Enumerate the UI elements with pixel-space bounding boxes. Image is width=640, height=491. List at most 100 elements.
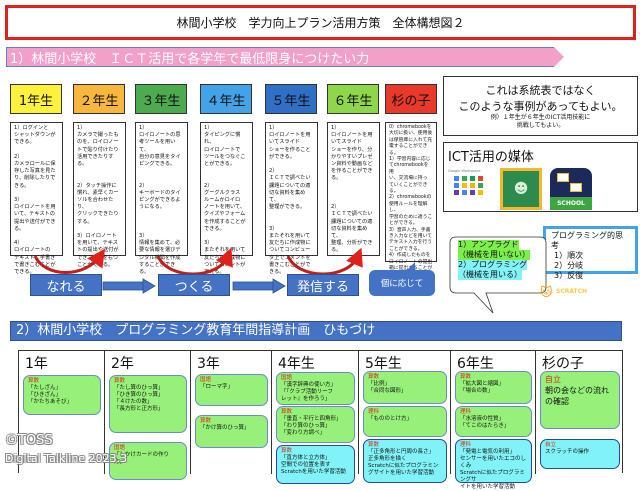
plan-card-text: 「漢字辞典の使い方」 「『クラブ活動リーフ レット』を作ろう」 bbox=[281, 382, 337, 402]
flow-step-2: つくる bbox=[158, 274, 230, 296]
flow-step-2-label: つくる bbox=[174, 279, 214, 295]
grade-skills-4: 1） タイピングに慣れ、 ロイロノートで ツールをつなぐこ とができる。 2） … bbox=[200, 122, 253, 275]
plan-column-header: 1年 bbox=[25, 356, 48, 372]
plan-card-text: 朝の会などの流れ の確認 bbox=[545, 386, 609, 406]
scratch-cat-icon: 🐱 bbox=[540, 285, 553, 299]
programming-thinking-box: プログラミング的思考 1）順次 2）分岐 3）反復 bbox=[543, 226, 638, 280]
plan-card-text: 「比例」 「合同な図形」 bbox=[368, 381, 407, 394]
grade-header-label: ２年生 bbox=[79, 93, 119, 109]
plan-card: 理科「水溶液の性質」 「てこのはたらき」 bbox=[455, 406, 532, 437]
grade-header-label: ４年生 bbox=[206, 93, 246, 109]
grade-skills-2: 1） カメラで撮ったも のを、ロイロノー トで貼り付けたり 活用できたりする。 … bbox=[73, 122, 126, 268]
plan-card-subject: 国語 bbox=[200, 377, 212, 383]
plan-column-4: 4年生国語「漢字辞典の使い方」 「『クラブ活動リーフ レット』を作ろう」算数「垂… bbox=[272, 351, 359, 484]
plan-card-text: 「ローマ字」 bbox=[200, 384, 234, 390]
grade-skills-6: 1） ロイロノートを用 いてスライド ショーを作り、分 かりやすいプレゼ ン資料… bbox=[327, 122, 380, 256]
plan-card: 算数「垂直・平行と四角形」 「わり算のひっ算」 「変わり方調べ」 bbox=[276, 406, 355, 443]
thinking-item-1: 1）順次 bbox=[554, 251, 584, 260]
plan-card: 国語「ローマ字」 bbox=[195, 374, 268, 406]
plan-card: 国語「しかけカードの作り 方」 bbox=[109, 442, 187, 480]
grade-header-7: 杉の子 bbox=[385, 84, 437, 114]
plan-card-text: 「もののとけ方」 bbox=[368, 416, 413, 422]
plan-column-header: 3年 bbox=[197, 356, 220, 372]
media-box: ICT活用の媒体 Google Workspace ☻ SCHOOL bbox=[443, 142, 638, 212]
media-title: ICT活用の媒体 bbox=[448, 150, 534, 165]
plan-card-subject: 理科 bbox=[460, 442, 472, 448]
plan-card-subject: 算数 bbox=[200, 418, 212, 424]
plan-column-5: 5年生算数「比例」 「合同な図形」理科「もののとけ方」算数「正多角形と円周の長さ… bbox=[359, 351, 451, 483]
grade-header-label: ５年生 bbox=[271, 93, 311, 109]
annual-plan-table: 1年算数「たしざん」 「ひきざん」 「かたちあそび」2年算数「たし算のひっ算」 … bbox=[18, 350, 623, 490]
watermark-talkline: Digital Talkline 2023.3 bbox=[5, 452, 128, 465]
flow-arrow-1 bbox=[102, 278, 156, 294]
plan-column-header: 6年生 bbox=[457, 356, 494, 372]
flow-step-1-label: なれる bbox=[46, 279, 86, 295]
watermark-copyright: ©TOSS bbox=[5, 433, 53, 448]
page-title: 林間小学校 学力向上プラン活用方策 全体構想図２ bbox=[5, 5, 636, 40]
page-title-text: 林間小学校 学力向上プラン活用方策 全体構想図２ bbox=[176, 16, 465, 30]
plan-card-subject: 算数 bbox=[114, 378, 126, 384]
grade-header-3: ３年生 bbox=[135, 84, 187, 114]
grade-skills-1: 1）ログインと シャットダウンが できる。 2） カメラロールに保 存した写真を… bbox=[10, 122, 63, 275]
plan-card-subject: 算数 bbox=[368, 374, 380, 380]
plan-card-subject: 理科 bbox=[460, 409, 472, 415]
plan-card: 算数「かけ算のひっ算」 bbox=[195, 415, 268, 448]
google-workspace-label: Google Workspace bbox=[448, 169, 481, 173]
section1-heading: 1）林間小学校 ＩＣＴ活用で各学年で最低限身につけたい力 bbox=[6, 47, 566, 67]
grade-skills-3: 1） ロイロノートの思 考ツールを用いて、 自分の意見をタイ ピングできる。 2… bbox=[135, 122, 188, 275]
thinking-item-3: 3）反復 bbox=[554, 271, 584, 280]
scratch-logo: SCRATCH bbox=[556, 288, 588, 295]
individual-callout-pointer bbox=[405, 262, 415, 272]
google-classroom-icon: ☻ bbox=[500, 168, 542, 210]
plan-card: 理科「もののとけ方」 bbox=[363, 406, 447, 437]
plan-card-text: スクラッチの操作 bbox=[545, 449, 590, 455]
plan-card-subject: 自立 bbox=[545, 375, 561, 384]
plan-card-text: 「直方体と立方体」 空間での位置を表す Scratchを用いた学習活動 bbox=[281, 455, 346, 475]
plan-column-3: 3年国語「ローマ字」算数「かけ算のひっ算」 bbox=[191, 351, 272, 474]
loilo-note-school-icon: SCHOOL bbox=[550, 168, 592, 210]
thinking-item-2: 2）分岐 bbox=[554, 261, 584, 270]
programming-types: 1）アンプラグド （機械を用いない） 2）プログラミング （機械を用いる） bbox=[458, 240, 530, 280]
google-workspace-icon: Google Workspace bbox=[448, 169, 492, 203]
grade-header-4: ４年生 bbox=[200, 84, 252, 114]
plan-card-subject: 国語 bbox=[281, 375, 293, 381]
plan-column-header: 5年生 bbox=[365, 356, 402, 372]
plan-card: 算数「正多角形と円周の長さ」 正多角形を描く Scratchに似たプログラミン … bbox=[363, 439, 447, 483]
section1-heading-text: 1）林間小学校 ＩＣＴ活用で各学年で最低限身につけたい力 bbox=[10, 52, 370, 67]
plan-card-subject: 算数 bbox=[368, 442, 380, 448]
plan-card-text: 「たしざん」 「ひきざん」 「かたちあそび」 bbox=[28, 385, 73, 405]
plan-column-2: 2年算数「たし算のひっ算」 「ひき算のひっ算」 「４けたの数」 「長方形と正方形… bbox=[105, 351, 191, 480]
plan-card: 理科「発電と電気の利用」 センサーを用いたエコのしくみ Scratchに似たプロ… bbox=[455, 439, 532, 490]
individual-callout: 個に応じて bbox=[369, 270, 435, 296]
plan-column-6: 6年生算数「拡大図と縮図」 「場合の数」理科「水溶液の性質」 「てこのはたらき」… bbox=[451, 351, 536, 490]
grade-header-label: ６年生 bbox=[333, 93, 373, 109]
grade-skills-5: 1） ロイロノートを用 いてスライド ショーを作ること ができる。 2） ＩＣＴ… bbox=[265, 122, 318, 275]
grade-header-label: 1年生 bbox=[18, 93, 54, 109]
plan-card-text: 「垂直・平行と四角形」 「わり算のひっ算」 「変わり方調べ」 bbox=[281, 416, 342, 436]
grade-header-label: 杉の子 bbox=[391, 93, 431, 109]
progression-arrows bbox=[33, 247, 363, 276]
flow-step-1: なれる bbox=[30, 274, 102, 296]
curved-arrow-3-4 bbox=[156, 247, 233, 276]
plan-card-subject: 算数 bbox=[460, 374, 472, 380]
plan-card: 算数「直方体と立方体」 空間での位置を表す Scratchを用いた学習活動 bbox=[276, 445, 355, 484]
unplugged-label: 1）アンプラグド bbox=[458, 240, 519, 250]
section2-heading: 2）林間小学校 プログラミング教育年間指導計画 ひもづけ bbox=[10, 321, 622, 341]
school-label: SCHOOL bbox=[550, 197, 592, 210]
flow-arrow-2 bbox=[232, 278, 286, 294]
grade-header-5: ５年生 bbox=[265, 84, 317, 114]
grade-skills-7: 0）chromebookを 大切に扱い、使用後 は保管庫に入れて充 電することが… bbox=[385, 122, 437, 277]
plan-card-subject: 国語 bbox=[114, 445, 126, 451]
plan-column-header: 4年生 bbox=[278, 356, 315, 372]
plan-card: 算数「たし算のひっ算」 「ひき算のひっ算」 「４けたの数」 「長方形と正方形」 bbox=[109, 375, 187, 433]
curved-arrow-1-2 bbox=[33, 248, 106, 274]
plan-card: 算数「たしざん」 「ひきざん」 「かたちあそび」 bbox=[23, 375, 101, 415]
plan-card-subject: 理科 bbox=[368, 409, 380, 415]
plan-card-text: 「しかけカードの作り 方」 bbox=[114, 452, 170, 465]
plan-column-1: 1年算数「たしざん」 「ひきざん」 「かたちあそび」 bbox=[19, 351, 105, 474]
plan-card-text: 「拡大図と縮図」 「場合の数」 bbox=[460, 381, 505, 394]
grade-header-2: ２年生 bbox=[73, 84, 125, 114]
plan-card: 国語「漢字辞典の使い方」 「『クラブ活動リーフ レット』を作ろう」 bbox=[276, 372, 355, 405]
plan-card-text: 「発電と電気の利用」 センサーを用いたエコのしくみ Scratchに似たプログラ… bbox=[460, 449, 527, 490]
flow-step-3-label: 発信する bbox=[296, 279, 349, 295]
